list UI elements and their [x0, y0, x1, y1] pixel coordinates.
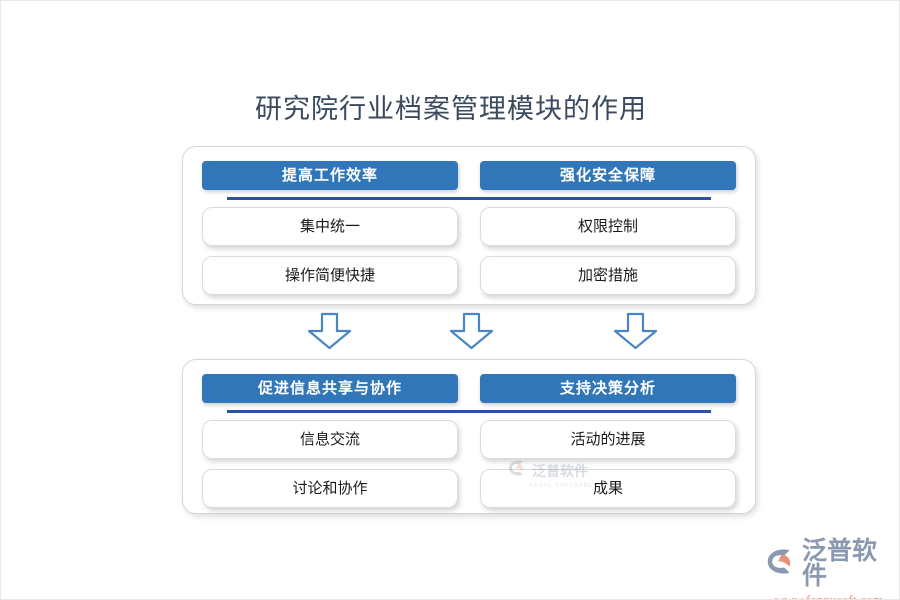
- column-support-decision: 支持决策分析 活动的进展 成果: [480, 374, 736, 513]
- list-item[interactable]: 操作简便快捷: [202, 256, 458, 295]
- column-item-list: 集中统一 操作简便快捷: [202, 207, 458, 295]
- page-title: 研究院行业档案管理模块的作用: [255, 94, 647, 124]
- list-item[interactable]: 权限控制: [480, 207, 736, 246]
- arrow-down-icon: [448, 312, 495, 355]
- brand-url: www.fanpusoft.com: [774, 592, 884, 600]
- group-panel-top: 提高工作效率 集中统一 操作简便快捷 强化安全保障 权限控制 加密措施: [182, 146, 756, 305]
- column-header-chip[interactable]: 促进信息共享与协作: [202, 374, 458, 403]
- arrow-down-icon: [306, 312, 353, 355]
- column-improve-efficiency: 提高工作效率 集中统一 操作简便快捷: [202, 161, 458, 304]
- brand-logo: 泛普软件 www.fanpusoft.com: [767, 539, 891, 599]
- list-item[interactable]: 加密措施: [480, 256, 736, 295]
- fanpu-logo-icon: [767, 548, 797, 580]
- column-header-chip[interactable]: 提高工作效率: [202, 161, 458, 190]
- group-columns: 促进信息共享与协作 信息交流 讨论和协作 支持决策分析 活动的进展 成果: [183, 360, 755, 513]
- arrow-row: [182, 312, 756, 350]
- brand-row: 泛普软件: [767, 539, 891, 589]
- list-item[interactable]: 活动的进展: [480, 420, 736, 459]
- column-promote-sharing: 促进信息共享与协作 信息交流 讨论和协作: [202, 374, 458, 513]
- list-item[interactable]: 成果: [480, 469, 736, 508]
- column-item-list: 信息交流 讨论和协作: [202, 420, 458, 508]
- header-divider-rule: [227, 197, 711, 200]
- brand-name: 泛普软件: [802, 537, 878, 590]
- header-divider-rule: [227, 410, 711, 413]
- column-strengthen-security: 强化安全保障 权限控制 加密措施: [480, 161, 736, 304]
- column-item-list: 权限控制 加密措施: [480, 207, 736, 295]
- column-item-list: 活动的进展 成果: [480, 420, 736, 508]
- arrow-down-icon: [612, 312, 659, 355]
- list-item[interactable]: 信息交流: [202, 420, 458, 459]
- group-columns: 提高工作效率 集中统一 操作简便快捷 强化安全保障 权限控制 加密措施: [183, 147, 755, 304]
- list-item[interactable]: 集中统一: [202, 207, 458, 246]
- column-header-chip[interactable]: 强化安全保障: [480, 161, 736, 190]
- column-header-chip[interactable]: 支持决策分析: [480, 374, 736, 403]
- list-item[interactable]: 讨论和协作: [202, 469, 458, 508]
- group-panel-bottom: 促进信息共享与协作 信息交流 讨论和协作 支持决策分析 活动的进展 成果: [182, 359, 756, 514]
